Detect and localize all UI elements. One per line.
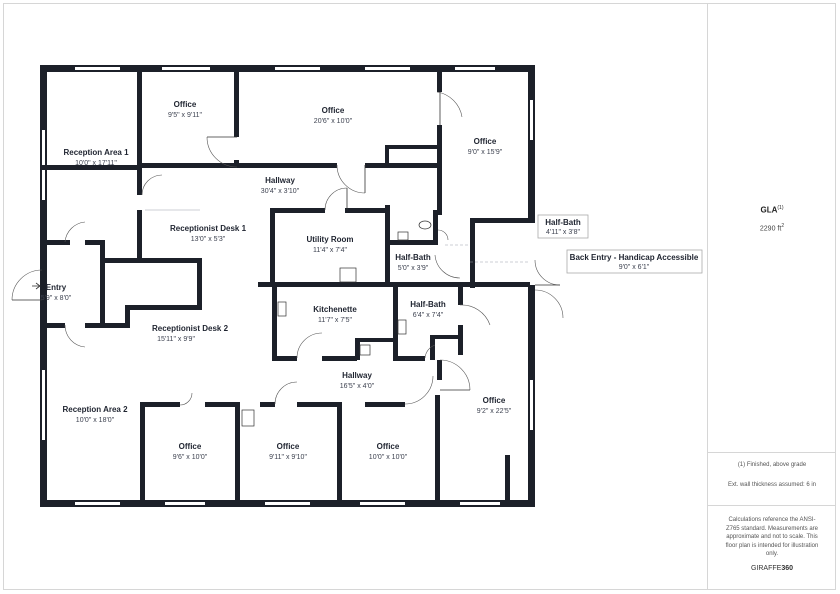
sink-icon bbox=[397, 319, 407, 335]
svg-text:9'5" x 9'11": 9'5" x 9'11" bbox=[168, 112, 202, 119]
room-receptionist-desk-1: Receptionist Desk 1 13'0" x 5'3" bbox=[170, 224, 247, 243]
appliance-box-icon bbox=[339, 267, 357, 283]
room-entry: Entry 5'9" x 8'0" bbox=[41, 283, 72, 302]
svg-text:Office: Office bbox=[179, 442, 202, 451]
svg-text:Office: Office bbox=[277, 442, 300, 451]
cabinet-icon bbox=[241, 409, 255, 427]
svg-text:Reception Area 2: Reception Area 2 bbox=[62, 405, 128, 414]
svg-text:10'0" x 10'0": 10'0" x 10'0" bbox=[369, 454, 408, 461]
svg-text:9'6" x 10'0": 9'6" x 10'0" bbox=[173, 454, 208, 461]
svg-text:10'0" x 17'11": 10'0" x 17'11" bbox=[75, 160, 117, 167]
side-panel-divider bbox=[707, 3, 708, 590]
disclaimer-text: Calculations reference the ANSI-Z765 sta… bbox=[725, 517, 819, 557]
interior-walls bbox=[40, 72, 530, 502]
note-wall-thickness: Ext. wall thickness assumed: 6 in bbox=[727, 482, 817, 488]
svg-text:Entry: Entry bbox=[46, 283, 67, 292]
room-office-top-right: Office 9'0" x 15'9" bbox=[468, 137, 503, 156]
svg-text:9'0" x 15'9": 9'0" x 15'9" bbox=[468, 149, 503, 156]
room-half-bath-center: Half-Bath 5'0" x 3'9" bbox=[395, 253, 431, 272]
fixtures bbox=[145, 209, 528, 427]
room-reception-area-1: Reception Area 1 10'0" x 17'11" bbox=[63, 148, 129, 167]
svg-text:Receptionist Desk 2: Receptionist Desk 2 bbox=[152, 324, 229, 333]
svg-text:Half-Bath: Half-Bath bbox=[545, 218, 581, 227]
svg-text:10'0" x 18'0": 10'0" x 18'0" bbox=[76, 417, 115, 424]
room-utility-room: Utility Room 11'4" x 7'4" bbox=[306, 235, 353, 254]
svg-text:15'11" x 9'9": 15'11" x 9'9" bbox=[157, 336, 195, 343]
callout-half-bath: Half-Bath 4'11" x 3'8" bbox=[537, 214, 589, 239]
svg-text:13'0" x 5'3": 13'0" x 5'3" bbox=[191, 236, 226, 243]
svg-text:6'4" x 7'4": 6'4" x 7'4" bbox=[413, 312, 444, 319]
svg-text:Office: Office bbox=[474, 137, 497, 146]
callout-back-entry: Back Entry - Handicap Accessible 9'0" x … bbox=[566, 249, 703, 274]
room-office-top-center: Office 20'6" x 10'0" bbox=[314, 106, 353, 125]
svg-text:Office: Office bbox=[174, 100, 197, 109]
svg-text:5'9" x 8'0": 5'9" x 8'0" bbox=[41, 295, 72, 302]
room-reception-area-2: Reception Area 2 10'0" x 18'0" bbox=[62, 405, 128, 424]
svg-text:16'5" x 4'0": 16'5" x 4'0" bbox=[340, 383, 375, 390]
svg-text:9'2" x 22'5": 9'2" x 22'5" bbox=[477, 408, 512, 415]
room-office-bottom-1: Office 9'6" x 10'0" bbox=[173, 442, 208, 461]
svg-text:Reception Area 1: Reception Area 1 bbox=[63, 148, 129, 157]
gla-title: GLA(1) bbox=[760, 205, 784, 215]
svg-text:Hallway: Hallway bbox=[265, 176, 295, 185]
entry-arrow-icon bbox=[32, 282, 41, 290]
svg-text:Hallway: Hallway bbox=[342, 371, 372, 380]
svg-text:9'0" x 6'1": 9'0" x 6'1" bbox=[619, 264, 650, 271]
room-office-right-lower: Office 9'2" x 22'5" bbox=[477, 396, 512, 415]
room-office-bottom-2: Office 9'11" x 9'10" bbox=[269, 442, 307, 461]
svg-text:9'11" x 9'10": 9'11" x 9'10" bbox=[269, 454, 307, 461]
room-labels: Office 9'5" x 9'11" Office 20'6" x 10'0"… bbox=[41, 100, 512, 461]
svg-text:4'11" x 3'8": 4'11" x 3'8" bbox=[546, 229, 580, 236]
room-office-top-left: Office 9'5" x 9'11" bbox=[168, 100, 202, 119]
room-half-bath-lower: Half-Bath 6'4" x 7'4" bbox=[410, 300, 446, 319]
svg-text:Back Entry - Handicap Accessib: Back Entry - Handicap Accessible bbox=[570, 253, 699, 262]
toilet-icon bbox=[418, 220, 432, 230]
svg-text:5'0" x 3'9": 5'0" x 3'9" bbox=[398, 265, 429, 272]
svg-text:Utility Room: Utility Room bbox=[306, 235, 353, 244]
counter-box-icon bbox=[359, 344, 371, 356]
sink-icon bbox=[397, 231, 409, 241]
brand-logo: GIRAFFE360 bbox=[750, 565, 794, 572]
note-finished: (1) Finished, above grade bbox=[737, 462, 807, 468]
svg-text:Receptionist Desk 1: Receptionist Desk 1 bbox=[170, 224, 247, 233]
svg-text:30'4" x 3'10": 30'4" x 3'10" bbox=[261, 188, 300, 195]
svg-text:Half-Bath: Half-Bath bbox=[410, 300, 446, 309]
svg-text:20'6" x 10'0": 20'6" x 10'0" bbox=[314, 118, 353, 125]
svg-text:11'7" x 7'5": 11'7" x 7'5" bbox=[318, 317, 352, 324]
page-frame bbox=[3, 3, 836, 590]
svg-text:Kitchenette: Kitchenette bbox=[313, 305, 357, 314]
disclaimer-panel: Calculations reference the ANSI-Z765 sta… bbox=[708, 505, 836, 590]
floor-plan: Office 9'5" x 9'11" Office 20'6" x 10'0"… bbox=[11, 65, 703, 507]
svg-text:Office: Office bbox=[377, 442, 400, 451]
svg-text:11'4" x 7'4": 11'4" x 7'4" bbox=[313, 247, 347, 254]
svg-text:Office: Office bbox=[483, 396, 506, 405]
gla-summary: GLA(1) 2290 ft2 bbox=[708, 205, 836, 232]
svg-text:Half-Bath: Half-Bath bbox=[395, 253, 431, 262]
room-kitchenette: Kitchenette 11'7" x 7'5" bbox=[313, 305, 357, 324]
svg-text:Office: Office bbox=[322, 106, 345, 115]
counter-box-icon bbox=[277, 301, 287, 317]
notes-panel: (1) Finished, above grade Ext. wall thic… bbox=[708, 452, 836, 505]
room-hallway-upper: Hallway 30'4" x 3'10" bbox=[261, 176, 300, 195]
room-receptionist-desk-2: Receptionist Desk 2 15'11" x 9'9" bbox=[152, 324, 229, 343]
windows bbox=[42, 67, 533, 505]
gla-value: 2290 ft2 bbox=[759, 222, 785, 232]
room-hallway-lower: Hallway 16'5" x 4'0" bbox=[340, 371, 375, 390]
doors bbox=[11, 91, 564, 406]
room-office-bottom-3: Office 10'0" x 10'0" bbox=[369, 442, 408, 461]
